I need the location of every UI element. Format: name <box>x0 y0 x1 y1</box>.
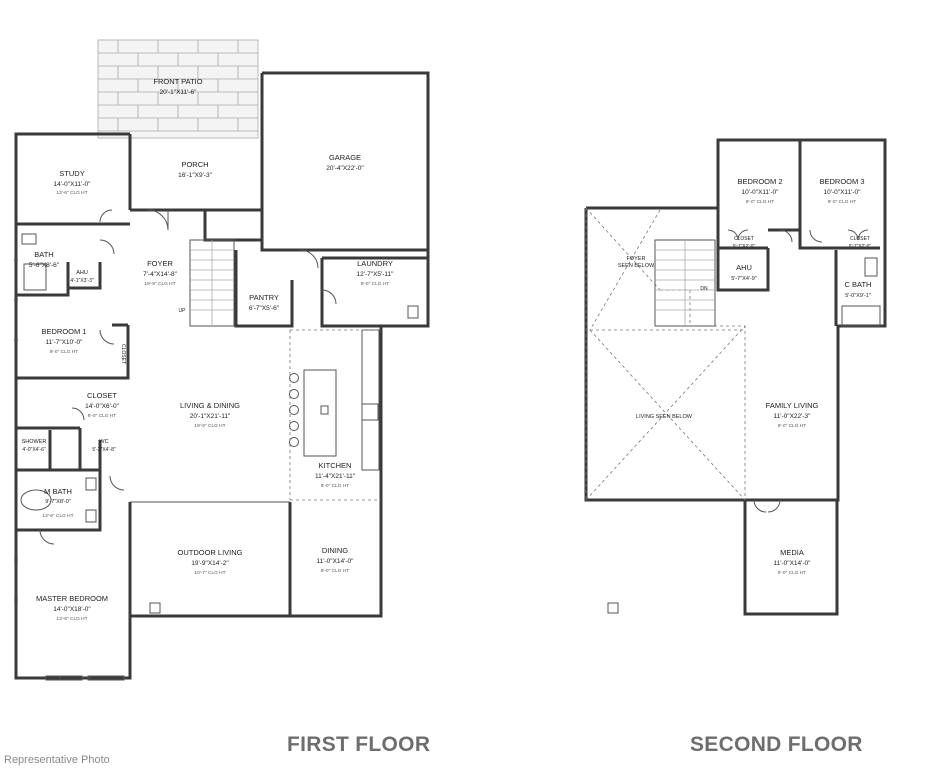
room-name-family-living: FAMILY LIVING <box>766 401 819 410</box>
room-name-closet: CLOSET <box>87 391 117 400</box>
room-dims-study: 14'-0"X11'-0" <box>54 181 92 188</box>
room-dims-bedroom-1: 11'-7"X10'-0" <box>46 339 84 346</box>
room-dims-foyer: 7'-4"X14'-8" <box>143 271 178 278</box>
room-name-dining: DINING <box>322 546 348 555</box>
room-clg-foyer: 19'-9" CLG HT <box>144 281 175 287</box>
room-dims-pantry: 6'-7"X5'-6" <box>249 305 280 312</box>
room-clg-bedroom-3: 9'-0" CLG HT <box>828 199 857 205</box>
open-to-below-lines <box>585 207 746 501</box>
room-clg-family-living: 9'-0" CLG HT <box>778 423 807 429</box>
second-floor-door-swings <box>727 229 869 513</box>
room-name-outdoor-living: OUTDOOR LIVING <box>177 548 242 557</box>
room-clg-study: 13'-6" CLG HT <box>56 190 87 196</box>
kitchen-fixtures <box>289 329 381 501</box>
room-dims-outdoor-living: 19'-9"X14'-2" <box>191 560 229 567</box>
second-floor-exterior-walls <box>584 138 887 616</box>
exterior-windows <box>14 259 161 681</box>
room-name-c-bath: C BATH <box>845 280 872 289</box>
room-clg-kitchen: 9'-0" CLG HT <box>321 483 350 489</box>
room-clg-m-bath: 13'-6" CLG HT <box>42 513 73 519</box>
stairs-down-label: DN <box>700 286 708 292</box>
room-dims-porch: 16'-1"X9'-3" <box>178 172 213 179</box>
second-floor-marker <box>607 602 619 614</box>
room-dims-c-bath: 5'-0"X9'-1" <box>845 293 871 299</box>
second-floor-plan <box>584 138 887 616</box>
room-clg-closet: 9'-0" CLG HT <box>88 413 117 419</box>
room-dims-bath: 5'-6"X8'-6" <box>29 262 60 269</box>
room-name-shower: SHOWER <box>22 439 47 445</box>
living-seen-below-label: LIVING SEEN BELOW <box>636 414 693 420</box>
room-dims-master-bedroom: 14'-0"X18'-0" <box>53 606 91 613</box>
room-clg-dining: 9'-0" CLG HT <box>321 568 350 574</box>
first-floor-exterior-walls <box>14 71 430 680</box>
stairs-up-label: UP <box>179 308 187 314</box>
room-dims-ahu-2: 5'-7"X4'-9" <box>731 276 757 282</box>
room-name-closet-2: CLOSET <box>734 236 754 242</box>
room-clg-bedroom-2: 9'-0" CLG HT <box>746 199 775 205</box>
room-name-pantry: PANTRY <box>249 293 279 302</box>
room-name-bedroom-3: BEDROOM 3 <box>819 177 864 186</box>
room-dims-media: 11'-0"X14'-0" <box>774 560 812 567</box>
room-dims-closet-3: 5'-7"X2'-0" <box>849 243 872 249</box>
room-dims-shower: 4'-0"X4'-6" <box>22 447 45 453</box>
room-name-laundry: LAUNDRY <box>357 259 393 268</box>
room-dims-closet-2: 5'-7"X2'-0" <box>733 243 756 249</box>
room-dims-living-dining: 20'-1"X21'-11" <box>190 413 231 420</box>
room-dims-m-bath: 9'-7"X8'-0" <box>45 499 71 505</box>
second-floor-stairs <box>654 239 716 327</box>
room-dims-kitchen: 11'-4"X21'-11" <box>315 473 356 480</box>
room-name-front-patio: FRONT PATIO <box>153 77 202 86</box>
room-dims-front-patio: 20'-1"X11'-6" <box>160 89 198 96</box>
second-floor-title: SECOND FLOOR <box>690 733 863 756</box>
room-dims-garage: 20'-4"X22'-0" <box>326 165 364 172</box>
room-name-media: MEDIA <box>780 548 804 557</box>
room-dims-closet: 14'-0"X6'-0" <box>85 403 120 410</box>
front-patio-pavers <box>97 39 259 139</box>
room-name-ahu-2: AHU <box>736 263 752 272</box>
room-clg-outdoor-living: 10'-7" CLG HT <box>194 570 225 576</box>
room-name-bedroom-1: BEDROOM 1 <box>41 327 86 336</box>
room-dims-laundry: 12'-7"X5'-11" <box>357 271 395 278</box>
room-name-bedroom-2: BEDROOM 2 <box>737 177 782 186</box>
room-name-ahu: AHU <box>76 270 88 276</box>
first-floor-plan <box>14 39 430 681</box>
room-name-garage: GARAGE <box>329 153 361 162</box>
room-name-wc: WC <box>99 439 108 445</box>
second-floor-labels: BEDROOM 2 10'-0"X11'-0" 9'-0" CLG HT BED… <box>618 177 872 576</box>
room-clg-bedroom-1: 9'-0" CLG HT <box>50 349 79 355</box>
room-dims-bedroom-2: 10'-0"X11'-0" <box>742 189 780 196</box>
room-dims-family-living: 11'-0"X22'-3" <box>774 413 812 420</box>
representative-photo-watermark: Representative Photo <box>4 754 110 766</box>
c-bath-toilet <box>864 257 878 277</box>
c-bath-tub <box>841 305 881 327</box>
room-dims-dining: 11'-0"X14'-0" <box>317 558 355 565</box>
room-clg-media: 9'-0" CLG HT <box>778 570 807 576</box>
first-floor-labels: FRONT PATIO 20'-1"X11'-6" PORCH 16'-1"X9… <box>22 77 395 622</box>
room-name-closet-3: CLOSET <box>850 236 870 242</box>
room-dims-wc: 5'-2"X4'-8" <box>92 447 115 453</box>
room-name-kitchen: KITCHEN <box>319 461 352 470</box>
room-name-living-dining: LIVING & DINING <box>180 401 240 410</box>
bath-fixtures <box>20 233 419 523</box>
first-floor-title: FIRST FLOOR <box>287 733 431 756</box>
room-name-study: STUDY <box>59 169 84 178</box>
foyer-seen-below-label-1: FOYER <box>627 256 646 262</box>
first-floor-stairs <box>189 239 235 327</box>
room-clg-laundry: 9'-0" CLG HT <box>361 281 390 287</box>
foyer-seen-below-label-2: SEEN BELOW <box>618 263 655 269</box>
room-name-bath: BATH <box>34 250 53 259</box>
room-name-foyer: FOYER <box>147 259 173 268</box>
room-clg-master-bedroom: 13'-6" CLG HT <box>56 616 87 622</box>
room-name-master-bedroom: MASTER BEDROOM <box>36 594 108 603</box>
room-name-m-bath: M BATH <box>44 487 72 496</box>
door-swings <box>39 209 337 545</box>
room-name-porch: PORCH <box>181 160 208 169</box>
room-clg-living-dining: 19'-9" CLG HT <box>194 423 225 429</box>
room-dims-ahu: 4'-1"X3'-3" <box>70 278 93 284</box>
vertical-closet-label: CLOSET <box>120 344 126 364</box>
room-dims-bedroom-3: 10'-0"X11'-0" <box>824 189 862 196</box>
